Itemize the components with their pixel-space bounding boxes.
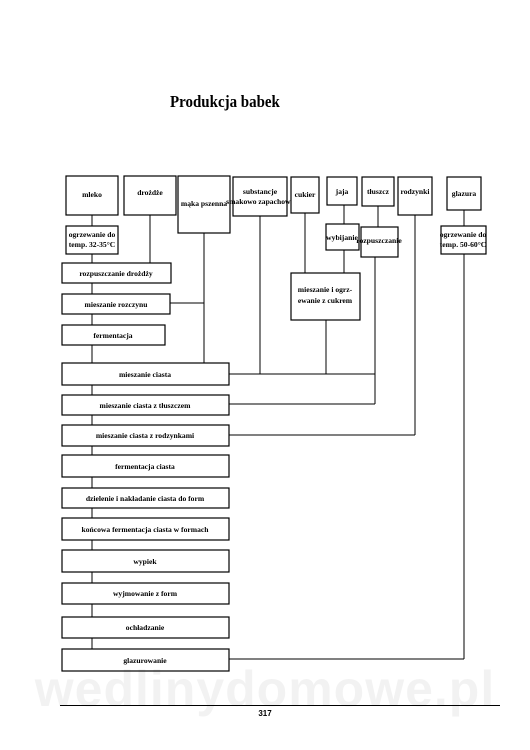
step-glazurowanie: glazurowanie bbox=[61, 648, 230, 672]
step-label: dzielenie i nakładanie ciasta do form bbox=[86, 494, 205, 503]
step-mieszanie-rozczynu: mieszanie rozczynu bbox=[61, 293, 171, 315]
label-wybijanie: wybijanie bbox=[326, 233, 358, 242]
step-wypiek: wypiek bbox=[61, 549, 230, 573]
label-ogrzewanie-mleka-2: temp. 32-35°C bbox=[69, 240, 115, 249]
step-fermentacja-ciasta: fermentacja ciasta bbox=[61, 454, 230, 478]
label-substancje-1: substancje bbox=[243, 187, 278, 196]
box-ogrzewanie-mleka: ogrzewanie do temp. 32-35°C bbox=[65, 225, 119, 255]
step-fermentacja: fermentacja bbox=[61, 324, 166, 346]
box-wybijanie: wybijanie bbox=[325, 223, 360, 251]
label-drozdze: drożdże bbox=[137, 188, 163, 197]
label-glazura: glazura bbox=[452, 189, 477, 198]
box-tluszcz: tłuszcz bbox=[361, 176, 395, 207]
label-rozpuszczanie-tluszczu: rozpuszczanie bbox=[356, 236, 402, 245]
label-cukier: cukier bbox=[295, 190, 316, 199]
page-number: 317 bbox=[258, 709, 272, 718]
label-mieszanie-jaj-1: mieszanie i ogrz- bbox=[298, 285, 353, 294]
step-label: mieszanie ciasta z rodzynkami bbox=[96, 431, 194, 440]
step-label: fermentacja ciasta bbox=[115, 462, 175, 471]
label-ogrzewanie-mleka-1: ogrzewanie do bbox=[69, 230, 116, 239]
step-label: mieszanie ciasta z tłuszczem bbox=[100, 401, 192, 410]
step-koncowa-fermentacja: końcowa fermentacja ciasta w formach bbox=[61, 517, 230, 541]
step-ochladzanie: ochładzanie bbox=[61, 616, 230, 639]
label-jaja: jaja bbox=[335, 187, 349, 196]
page-title: Produkcja babek bbox=[170, 92, 280, 111]
label-ogrzewanie-glazury-1: ogrzewanie do bbox=[440, 230, 487, 239]
label-substancje-2: smakowo zapachowe bbox=[226, 197, 294, 206]
box-jaja: jaja bbox=[326, 176, 358, 206]
box-substancje: substancje smakowo zapachowe bbox=[226, 176, 294, 217]
step-label: rozpuszczanie drożdży bbox=[79, 269, 153, 278]
watermark: wedlinydomowe.pl bbox=[34, 661, 496, 717]
label-ogrzewanie-glazury-2: temp. 50-60°C bbox=[440, 240, 486, 249]
box-glazura: glazura bbox=[446, 176, 482, 211]
box-mieszanie-jaj: mieszanie i ogrz- ewanie z cukrem bbox=[290, 272, 361, 321]
label-rodzynki: rodzynki bbox=[401, 187, 430, 196]
box-rodzynki: rodzynki bbox=[397, 176, 433, 216]
step-label: ochładzanie bbox=[126, 623, 165, 632]
step-wyjmowanie: wyjmowanie z form bbox=[61, 582, 230, 605]
step-label: końcowa fermentacja ciasta w formach bbox=[82, 525, 210, 534]
label-maka: mąka pszenna bbox=[181, 199, 227, 208]
step-rozpuszczanie-drozdzy: rozpuszczanie drożdży bbox=[61, 262, 172, 284]
step-dzielenie: dzielenie i nakładanie ciasta do form bbox=[61, 487, 230, 509]
box-mleko: mleko bbox=[65, 175, 119, 216]
step-label: glazurowanie bbox=[123, 656, 167, 665]
step-label: fermentacja bbox=[93, 331, 132, 340]
box-maka: mąka pszenna bbox=[177, 175, 231, 234]
step-mieszanie-z-tluszczem: mieszanie ciasta z tłuszczem bbox=[61, 394, 230, 416]
step-mieszanie-ciasta: mieszanie ciasta bbox=[61, 362, 230, 386]
label-mieszanie-jaj-2: ewanie z cukrem bbox=[298, 296, 353, 305]
step-label: wyjmowanie z form bbox=[113, 589, 178, 598]
box-ogrzewanie-glazury: ogrzewanie do temp. 50-60°C bbox=[440, 225, 487, 255]
footer-divider bbox=[60, 705, 500, 706]
box-drozdze: drożdże bbox=[123, 175, 177, 216]
step-label: mieszanie ciasta bbox=[119, 370, 171, 379]
label-tluszcz: tłuszcz bbox=[367, 187, 390, 196]
box-rozpuszczanie-tluszczu: rozpuszczanie bbox=[356, 226, 402, 258]
step-label: wypiek bbox=[133, 557, 157, 566]
step-label: mieszanie rozczynu bbox=[85, 300, 149, 309]
label-mleko: mleko bbox=[82, 190, 102, 199]
connector-lines bbox=[91, 205, 465, 660]
step-mieszanie-z-rodzynkami: mieszanie ciasta z rodzynkami bbox=[61, 424, 230, 447]
box-cukier: cukier bbox=[290, 176, 320, 214]
